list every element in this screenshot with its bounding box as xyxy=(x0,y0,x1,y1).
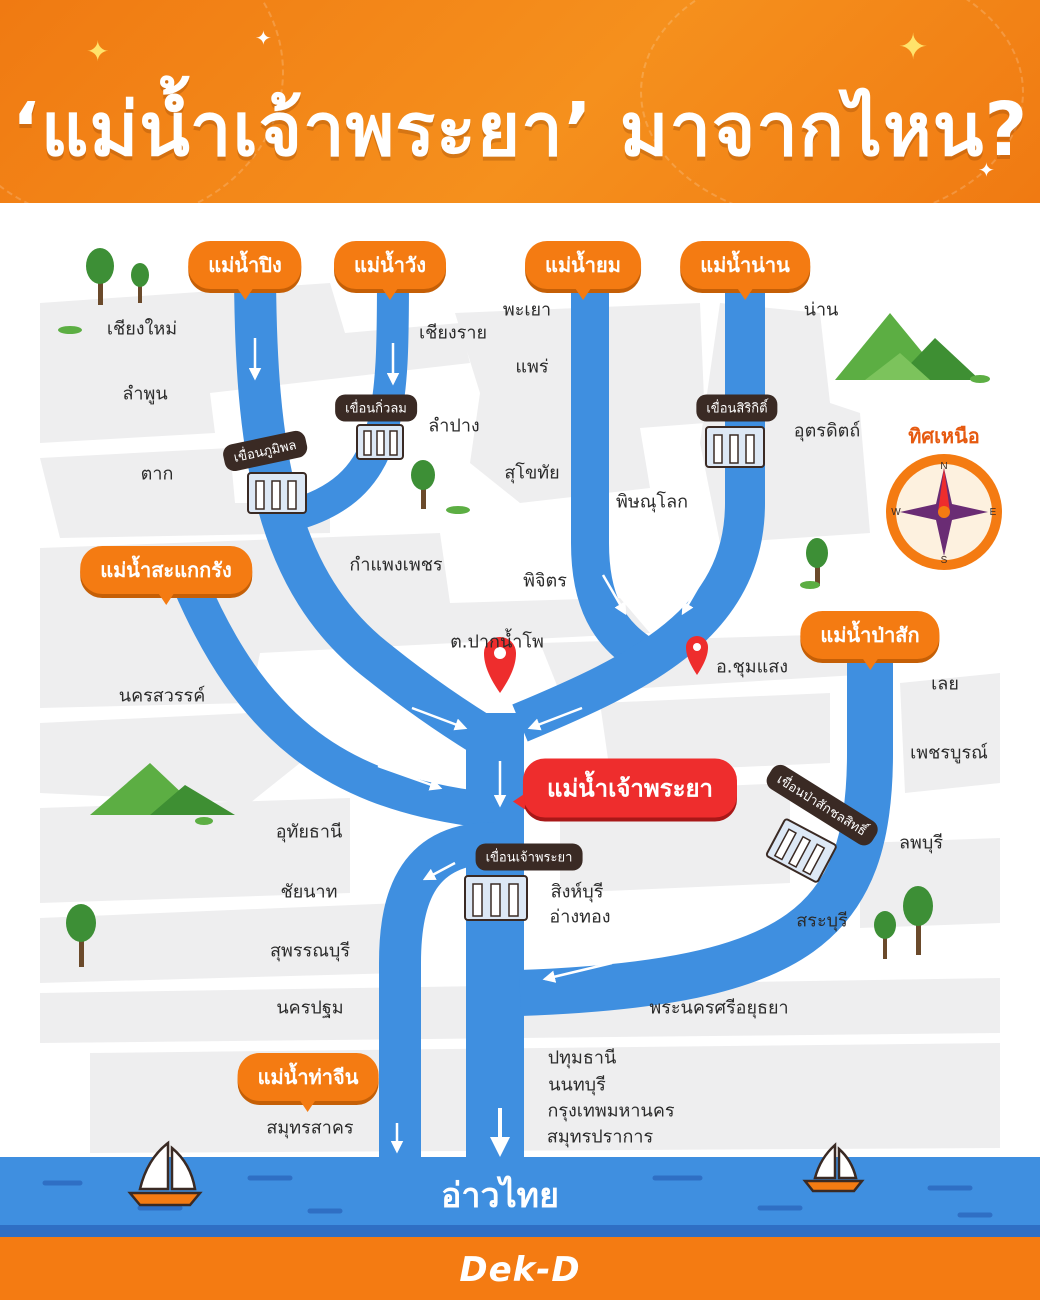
province-chiang-mai: เชียงใหม่ xyxy=(106,318,178,340)
province-saraburi: สระบุรี xyxy=(796,910,848,932)
sparkle-icon: ✦ xyxy=(978,158,995,182)
province-ang-thong: อ่างทอง xyxy=(549,906,611,928)
river-nan-path xyxy=(512,263,765,742)
north-direction-label: ทิศเหนือ xyxy=(908,424,980,448)
sparkle-icon: ✦ xyxy=(86,35,110,68)
province-samut-sakhon: สมุทรสาคร xyxy=(266,1117,354,1139)
dam-icon xyxy=(356,424,404,460)
river-label-chao-phraya: แม่น้ำเจ้าพระยา xyxy=(512,758,738,818)
header-decoration xyxy=(640,0,1024,203)
river-ping-path xyxy=(234,262,506,762)
mountain-icon xyxy=(835,313,980,380)
tree-icon xyxy=(411,460,435,509)
sailboat-icon xyxy=(802,1142,865,1193)
river-yom-path xyxy=(571,263,651,669)
dam-icon xyxy=(705,426,765,468)
dam-icon xyxy=(247,472,307,514)
location-pin-icon xyxy=(484,637,516,693)
province-phichit: พิจิตร xyxy=(523,570,567,592)
sparkle-icon: ✦ xyxy=(255,26,272,50)
province-lampang: ลำปาง xyxy=(428,415,480,437)
page-title: ‘แม่น้ำเจ้าพระยา’ มาจากไหน? xyxy=(11,87,1029,173)
province-chai-nat: ชัยนาท xyxy=(280,881,338,903)
river-label-ping: แม่น้ำปิง xyxy=(188,241,302,300)
mountain-icon xyxy=(90,763,235,815)
river-label-pa-sak: แม่น้ำป่าสัก xyxy=(800,611,940,670)
province-nan: น่าน xyxy=(803,299,839,321)
province-pathum-thani: ปทุมธานี xyxy=(547,1047,617,1069)
sea-waves xyxy=(42,1175,993,1218)
province-lamphun: ลำพูน xyxy=(122,383,168,405)
sailboat-icon xyxy=(127,1140,203,1207)
province-loei: เลย xyxy=(931,673,959,695)
sea-edge xyxy=(0,1225,1040,1237)
compass-e: E xyxy=(990,507,997,518)
tree-icon xyxy=(806,538,828,586)
province-uttaradit: อุตรดิตถ์ xyxy=(793,420,861,442)
gulf-of-thailand-label: อ่าวไทย xyxy=(440,1176,560,1216)
province-samut-prakan: สมุทรปราการ xyxy=(546,1126,654,1148)
dam-icon xyxy=(464,875,528,921)
province-sukhothai: สุโขทัย xyxy=(504,462,560,484)
flow-arrows xyxy=(248,338,707,1157)
river-system xyxy=(173,262,893,1163)
province-uthai-thani: อุทัยธานี xyxy=(275,821,343,843)
province-nakhon-pathom: นครปฐม xyxy=(276,997,344,1019)
dam-label-chao-phraya: เขื่อนเจ้าพระยา xyxy=(475,843,583,871)
tree-icon xyxy=(86,248,149,305)
river-label-nan: แม่น้ำน่าน xyxy=(680,241,810,300)
province-phitsanulok: พิษณุโลก xyxy=(615,491,689,513)
place-chum-saeng: อ.ชุมแสง xyxy=(716,656,788,678)
province-chiang-rai: เชียงราย xyxy=(418,322,488,344)
grass-patch xyxy=(58,326,990,825)
province-phrae: แพร่ xyxy=(515,356,549,378)
province-ayutthaya: พระนครศรีอยุธยา xyxy=(649,997,789,1019)
place-pak-nam-pho: ต.ปากน้ำโพ xyxy=(450,631,544,653)
tree-icon xyxy=(66,904,96,967)
province-tak: ตาก xyxy=(140,463,174,485)
compass-icon: N S E W xyxy=(886,454,1002,570)
province-lopburi: ลพบุรี xyxy=(899,832,943,854)
river-label-tha-chin: แม่น้ำท่าจีน xyxy=(237,1053,379,1112)
compass-n: N xyxy=(940,461,947,472)
river-sakae-krang-path xyxy=(173,575,473,826)
province-nonthaburi: นนทบุรี xyxy=(548,1074,606,1096)
sparkle-icon: ✦ xyxy=(898,27,929,68)
province-bangkok: กรุงเทพมหานคร xyxy=(547,1100,675,1122)
dam-label-kiw-lom: เขื่อนกิ่วลม xyxy=(335,394,417,422)
footer-bar: Dek-D xyxy=(0,1237,1040,1300)
river-tha-chin-path xyxy=(379,822,496,1163)
province-nakhon-sawan: นครสวรรค์ xyxy=(118,685,206,707)
river-label-sakae-krang: แม่น้ำสะแกกรัง xyxy=(80,546,252,605)
dek-d-logo: Dek-D xyxy=(459,1250,581,1290)
river-label-wang: แม่น้ำวัง xyxy=(334,241,446,300)
dam-icon xyxy=(765,818,837,883)
header-banner: ✦ ✦ ✦ ✦ ‘แม่น้ำเจ้าพระยา’ มาจากไหน? xyxy=(0,0,1040,203)
province-phayao: พะเยา xyxy=(502,299,552,321)
province-suphan-buri: สุพรรณบุรี xyxy=(270,940,350,962)
tree-icon xyxy=(874,886,933,959)
province-phetchabun: เพชรบูรณ์ xyxy=(910,742,988,764)
compass-s: S xyxy=(941,555,948,566)
compass-w: W xyxy=(891,507,901,518)
province-sing-buri: สิงห์บุรี xyxy=(550,881,604,903)
location-pin-icon xyxy=(686,636,708,675)
province-kamphaeng-phet: กำแพงเพชร xyxy=(349,554,443,576)
river-map: N S E W แม่น้ำปิง แม่น้ำวัง แม่น้ำยม แม่… xyxy=(0,203,1040,1300)
dam-label-sirikit: เขื่อนสิริกิติ์ xyxy=(696,394,778,422)
river-pa-sak-path xyxy=(519,643,893,1016)
river-label-yom: แม่น้ำยม xyxy=(525,241,641,300)
